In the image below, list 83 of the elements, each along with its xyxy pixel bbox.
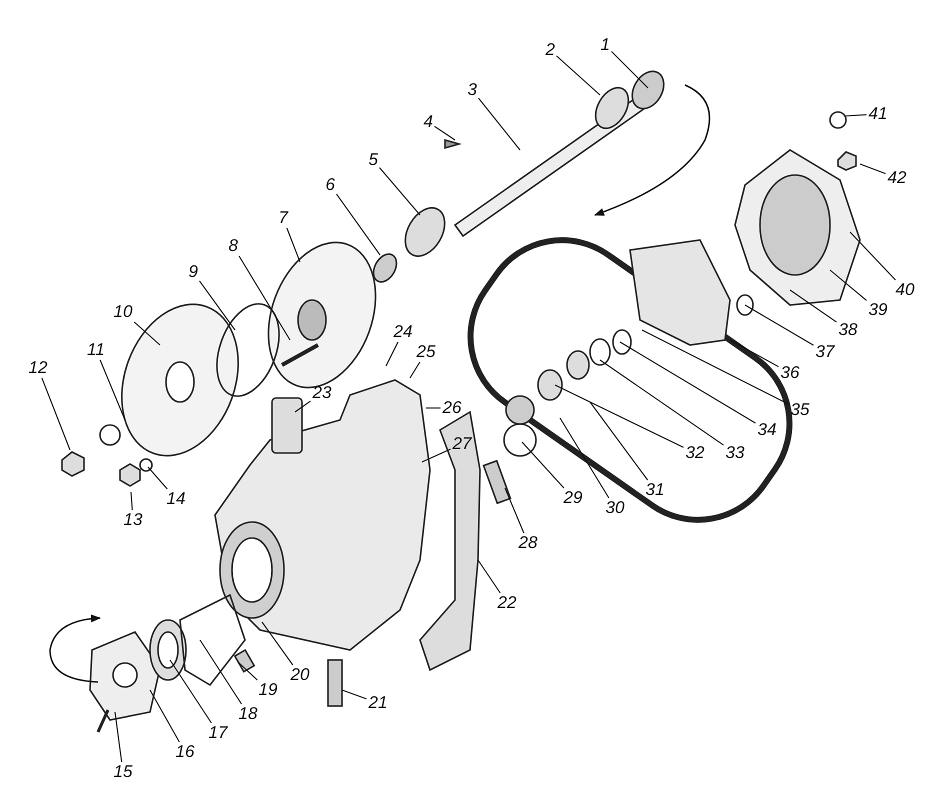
leader-line [556, 55, 600, 96]
callout-number: 25 [414, 342, 438, 362]
callout-number: 28 [516, 533, 540, 553]
leader-line [114, 712, 122, 762]
callout-number: 31 [644, 480, 666, 500]
callout-number: 1 [598, 35, 612, 55]
leader-line [134, 322, 160, 346]
leader-line [410, 362, 420, 378]
callout-number: 34 [756, 420, 778, 440]
leader-line [600, 360, 724, 446]
callout-number: 9 [186, 262, 200, 282]
callout-number: 12 [26, 358, 50, 378]
leader-line [238, 662, 258, 680]
callout-number: 23 [310, 383, 334, 403]
leader-line [522, 442, 564, 488]
leader-line [336, 194, 380, 256]
callout-number: 38 [836, 320, 860, 340]
callout-number: 16 [174, 742, 196, 762]
callout-number: 5 [366, 150, 380, 170]
callout-number: 36 [778, 363, 802, 383]
callout-number: 27 [450, 434, 474, 454]
leader-line [478, 98, 520, 150]
callout-number: 17 [206, 723, 230, 743]
callout-number: 7 [276, 208, 290, 228]
leader-line [286, 228, 301, 262]
callout-number: 10 [112, 302, 134, 322]
callout-number: 41 [866, 104, 890, 124]
leader-line [100, 360, 126, 420]
callout-number: 35 [788, 400, 812, 420]
leader-line [434, 126, 456, 140]
leader-line [148, 466, 168, 490]
callout-number: 15 [112, 762, 134, 782]
leader-line [342, 689, 367, 700]
leader-line [850, 232, 896, 280]
callout-number: 24 [392, 322, 414, 342]
callout-number: 30 [604, 498, 626, 518]
leader-line [642, 330, 789, 405]
callout-number: 2 [544, 40, 557, 60]
leader-line [744, 304, 814, 346]
leader-line [611, 51, 648, 88]
leader-line [478, 560, 501, 594]
callout-number: 37 [814, 342, 836, 362]
callout-number: 4 [422, 112, 435, 132]
callout-number: 22 [496, 593, 518, 613]
leader-line [170, 660, 212, 724]
leader-line [130, 492, 133, 510]
callout-number: 3 [466, 80, 479, 100]
leader-line [844, 114, 867, 117]
leader-line [504, 488, 524, 534]
callout-number: 26 [440, 398, 464, 418]
callout-number: 6 [324, 175, 337, 195]
callout-number: 14 [164, 489, 188, 509]
leader-line [590, 402, 648, 480]
callout-number: 11 [85, 340, 107, 360]
leader-line [262, 622, 294, 666]
leader-line [560, 418, 610, 498]
callout-number: 18 [236, 704, 260, 724]
leader-line [790, 290, 837, 323]
callout-number: 13 [122, 510, 144, 530]
leader-line [620, 342, 756, 424]
leader-line [238, 256, 290, 340]
callout-number: 19 [256, 680, 280, 700]
leader-line [41, 378, 71, 450]
callout-number: 20 [288, 665, 312, 685]
leader-line [426, 407, 440, 409]
callout-number: 21 [366, 693, 390, 713]
callout-number: 40 [894, 280, 916, 300]
callout-number: 32 [684, 443, 706, 463]
leader-line [730, 340, 779, 368]
callout-number: 42 [886, 168, 908, 188]
leader-line [200, 640, 242, 704]
leader-line [150, 690, 180, 742]
callout-number: 29 [562, 488, 584, 508]
callout-number: 39 [866, 300, 890, 320]
callout-number: 8 [226, 236, 240, 256]
leader-line [554, 384, 684, 448]
leader-line [199, 280, 236, 330]
leader-line [386, 342, 398, 366]
leader-line [379, 167, 420, 216]
callout-number: 33 [724, 443, 746, 463]
leader-line [294, 400, 311, 412]
leader-line [860, 163, 886, 174]
leader-line [830, 270, 867, 301]
